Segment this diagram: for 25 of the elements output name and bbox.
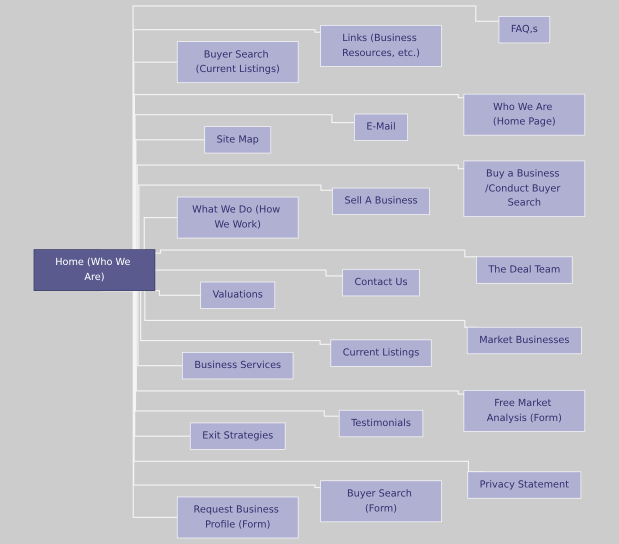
node-box: Buyer Search (Current Listings) xyxy=(177,41,299,84)
node-box: The Deal Team xyxy=(476,256,573,284)
connector xyxy=(152,290,201,296)
node-box: Request Business Profile (Form) xyxy=(177,496,299,538)
node-box: Who We Are (Home Page) xyxy=(464,94,586,136)
node-box: Testimonials xyxy=(338,410,424,438)
node-box: FAQ,s xyxy=(498,16,550,44)
node-box: Market Businesses xyxy=(467,326,582,354)
node-box: Privacy Statement xyxy=(468,471,582,499)
node-box: Free Market Analysis (Form) xyxy=(464,390,586,432)
node-box: Home (Who We Are) xyxy=(34,249,156,291)
node-box: Valuations xyxy=(200,282,276,309)
node-box: Business Services xyxy=(182,352,294,380)
node-box: Contact Us xyxy=(342,269,420,296)
node-box: Site Map xyxy=(204,126,272,154)
connector xyxy=(155,249,478,258)
node-box: Links (Business Resources, etc.) xyxy=(320,25,442,67)
node-box: Buy a Business /Conduct Buyer Search xyxy=(464,160,586,217)
node-box: Sell A Business xyxy=(332,188,430,215)
connector xyxy=(155,270,343,276)
node-box: Current Listings xyxy=(330,339,432,367)
node-box: Exit Strategies xyxy=(190,422,286,450)
node-box: Buyer Search (Form) xyxy=(320,480,442,522)
node-box: What We Do (How We Work) xyxy=(177,196,299,238)
node-box: E-Mail xyxy=(354,114,408,141)
